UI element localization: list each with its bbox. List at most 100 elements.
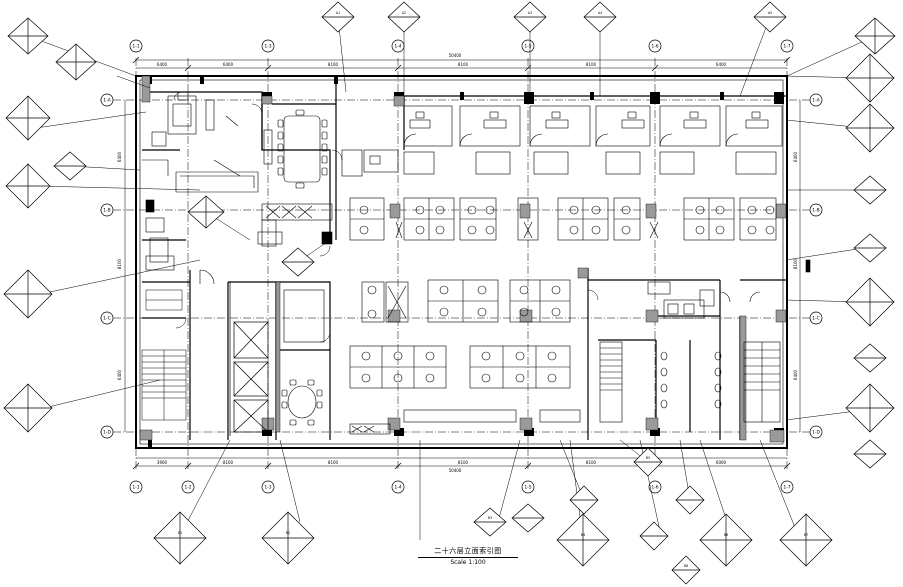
index-diamond: [556, 513, 610, 567]
stair-treads: [744, 349, 780, 391]
grid-bubble-bottom: 1-6: [648, 480, 662, 494]
index-diamond: [513, 1, 547, 33]
grid-label: 1-B: [103, 208, 110, 214]
grid-label: 1-A: [103, 98, 111, 104]
index-code: A1: [336, 11, 340, 15]
task-chairs: [359, 205, 775, 235]
index-diamond: [153, 511, 207, 565]
grid-bubble-top: 1-7: [780, 39, 794, 53]
dim-top-segment: 8100: [586, 62, 597, 67]
grid-bubble-left: 1-B: [100, 203, 114, 217]
index-diamond: [845, 103, 895, 153]
index-code: B3: [488, 516, 492, 520]
door-swings: [173, 91, 599, 343]
dim-top-segment: 6400: [157, 62, 168, 67]
dim-bottom-segment: 8100: [458, 460, 469, 465]
dim-top-segment: 6400: [716, 62, 727, 67]
index-code: A2: [402, 11, 406, 15]
executive-offices: [403, 105, 783, 147]
private-office: [142, 91, 259, 213]
exterior-walls: [135, 75, 788, 449]
index-diamond: [753, 1, 787, 33]
index-diamond: [473, 507, 507, 537]
index-diamond: [854, 17, 896, 55]
index-diamond: [511, 503, 545, 533]
hatched-walls: [139, 75, 787, 443]
task-chairs: [361, 351, 557, 383]
drawing-title: 二十六层立面索引图: [418, 546, 518, 558]
grid-label: 1-7: [783, 485, 790, 491]
index-symbols: [3, 1, 896, 585]
dimension-lines: [124, 59, 801, 467]
index-code: A3: [528, 11, 532, 15]
index-diamond: [845, 383, 895, 433]
index-diamond: [583, 1, 617, 33]
index-diamond: [281, 247, 315, 277]
dim-bottom-segment: 3900: [157, 460, 168, 465]
index-diamond: [387, 1, 421, 33]
index-diamond: [55, 43, 97, 81]
round-table-room: [281, 289, 325, 426]
scale-value: 1:100: [468, 559, 486, 566]
dim-left-segment: 8100: [117, 258, 122, 269]
index-code: A4: [598, 11, 602, 15]
index-diamond: [5, 95, 51, 141]
grid-bubble-bottom: 1-1: [129, 480, 143, 494]
index-diamond: [7, 17, 49, 55]
grid-label: 1-1: [132, 485, 139, 491]
index-code: B4: [581, 533, 585, 537]
lounge-area: [145, 217, 215, 285]
grid-label: 1-C: [103, 316, 111, 322]
grid-bubble-bottom: 1-3: [261, 480, 275, 494]
index-diamond: [3, 383, 53, 433]
index-diamond: [845, 53, 895, 103]
dim-right-segment: 8100: [793, 258, 798, 269]
index-diamond: [633, 447, 663, 477]
index-diamond: [5, 163, 51, 209]
grid-bubble-bottom: 1-2: [181, 480, 195, 494]
grid-bubble-bottom: 1-4: [391, 480, 405, 494]
grid-label: 1-3: [264, 485, 271, 491]
index-code: A5: [768, 11, 772, 15]
index-code: B1: [178, 531, 182, 535]
index-code: B8: [684, 564, 688, 568]
drawing-caption: 二十六层立面索引图 Scale 1:100: [418, 546, 518, 566]
grid-label: 1-2: [184, 485, 191, 491]
grid-bubble-top: 1-5: [521, 39, 535, 53]
grid-bubble-right: 1-A: [809, 93, 823, 107]
grid-label: 1-6: [651, 44, 658, 50]
index-diamond: [845, 277, 895, 327]
drawing-scale: Scale 1:100: [418, 559, 518, 566]
index-diamond: [779, 513, 833, 567]
index-symbol-text: A1 A2 A3 A4 A5 B1 B2 B3 B4 B5 B6 B7 B8: [178, 11, 808, 568]
grid-bubble-left: 1-C: [100, 311, 114, 325]
dim-left-segment: 6400: [117, 151, 122, 162]
grid-bubble-left: 1-D: [100, 425, 114, 439]
stair-treads: [600, 347, 622, 391]
index-diamond: [853, 343, 887, 373]
meeting-room: [263, 109, 328, 189]
grid-label: 1-B: [812, 208, 819, 214]
grid-label: 1-7: [783, 44, 790, 50]
right-core: [599, 259, 811, 423]
grid-label: 1-D: [812, 430, 820, 436]
toilet-fixtures: [660, 351, 722, 409]
grid-label: 1-5: [524, 44, 531, 50]
index-code: B6: [724, 533, 728, 537]
grid-bubble-right: 1-B: [809, 203, 823, 217]
dimension-ticks: [132, 56, 791, 470]
dim-top-segment: 8100: [458, 62, 469, 67]
grid-bubble-right: 1-C: [809, 311, 823, 325]
workstations-row1: [349, 197, 777, 241]
index-diamond: [187, 195, 225, 229]
dim-bottom-segment: 8100: [223, 460, 234, 465]
index-diamond: [569, 485, 599, 515]
grid-bubble-bottom: 1-7: [780, 480, 794, 494]
grid-label: 1-C: [812, 316, 820, 322]
dim-top-overall: 50400: [449, 53, 462, 58]
index-diamond: [853, 175, 887, 205]
dim-top-segment: 8100: [328, 62, 339, 67]
index-code: B5: [646, 456, 650, 460]
grid-label: 1-4: [394, 485, 401, 491]
